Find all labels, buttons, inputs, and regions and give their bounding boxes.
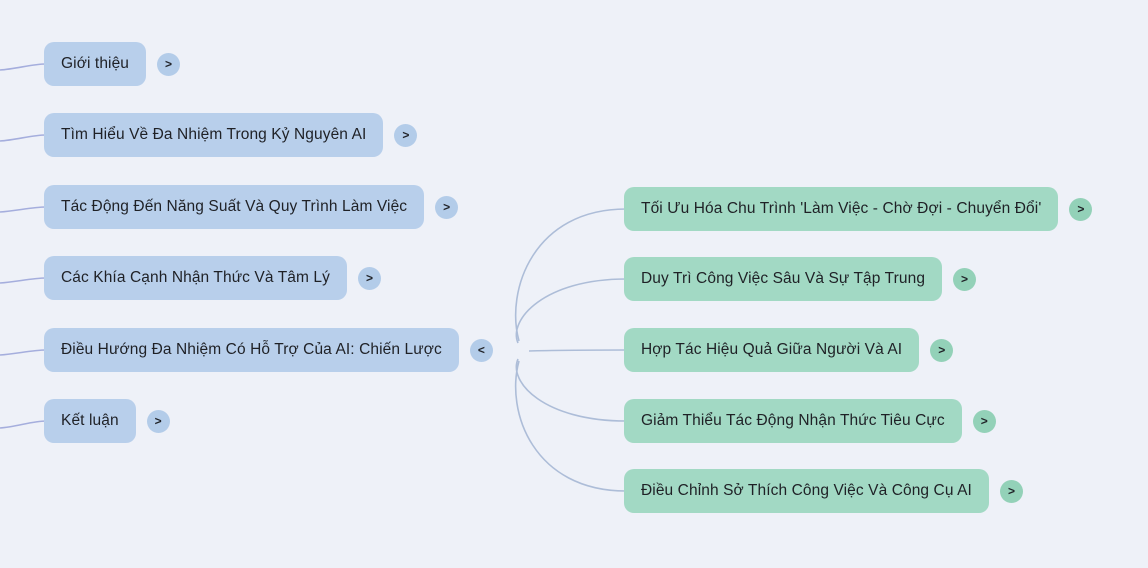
expand-toggle-button[interactable]: > (435, 195, 459, 219)
expand-toggle-button[interactable]: > (972, 409, 996, 433)
expand-toggle-button[interactable]: > (930, 338, 954, 362)
expand-toggle-button[interactable]: > (358, 266, 381, 290)
connector-line (0, 206, 47, 213)
connector-line (514, 360, 627, 492)
mindmap-node-duy-tri[interactable]: Duy Trì Công Việc Sâu Và Sự Tập Trung (624, 257, 943, 301)
expand-toggle-button[interactable]: > (999, 479, 1023, 503)
mindmap-node-toi-uu-hoa[interactable]: Tối Ưu Hóa Chu Trình 'Làm Việc - Chờ Đợi… (624, 187, 1059, 231)
connector-line (528, 349, 627, 352)
mindmap-node-dieu-chinh[interactable]: Điều Chỉnh Sở Thích Công Việc Và Công Cụ… (624, 469, 989, 513)
mindmap-node-gioi-thieu[interactable]: Giới thiệu (44, 42, 147, 86)
mindmap-row: Giảm Thiểu Tác Động Nhận Thức Tiêu Cực > (624, 399, 996, 443)
expand-toggle-button[interactable]: > (1069, 197, 1093, 221)
connector-line (0, 349, 47, 356)
mindmap-row: Tác Động Đến Năng Suất Và Quy Trình Làm … (44, 185, 459, 229)
mindmap-node-khia-canh[interactable]: Các Khía Cạnh Nhận Thức Và Tâm Lý (44, 256, 347, 300)
connector-line (515, 358, 627, 422)
mindmap-row: Tối Ưu Hóa Chu Trình 'Làm Việc - Chờ Đợi… (624, 187, 1093, 231)
expand-toggle-button[interactable]: > (146, 409, 170, 433)
connector-line (514, 208, 627, 342)
mindmap-node-hop-tac[interactable]: Hợp Tác Hiệu Quả Giữa Người Và AI (624, 328, 920, 372)
collapse-toggle-button[interactable]: < (469, 338, 493, 362)
mindmap-row: Giới thiệu > (44, 42, 181, 86)
mindmap-row: Tìm Hiểu Về Đa Nhiệm Trong Kỷ Nguyên AI … (44, 113, 418, 157)
expand-toggle-button[interactable]: > (394, 123, 418, 147)
connector-line (0, 420, 47, 429)
mindmap-node-tim-hieu[interactable]: Tìm Hiểu Về Đa Nhiệm Trong Kỷ Nguyên AI (44, 113, 384, 157)
connector-line (0, 277, 47, 284)
mindmap-node-dieu-huong[interactable]: Điều Hướng Đa Nhiệm Có Hỗ Trợ Của AI: Ch… (44, 328, 459, 372)
connector-line (0, 63, 47, 71)
connector-line (515, 278, 627, 344)
expand-toggle-button[interactable]: > (157, 52, 181, 76)
mindmap-row: Các Khía Cạnh Nhận Thức Và Tâm Lý > (44, 256, 381, 300)
mindmap-row: Duy Trì Công Việc Sâu Và Sự Tập Trung > (624, 257, 977, 301)
mindmap-row: Điều Hướng Đa Nhiệm Có Hỗ Trợ Của AI: Ch… (44, 328, 493, 372)
mindmap-node-ket-luan[interactable]: Kết luận (44, 399, 136, 443)
mindmap-row: Hợp Tác Hiệu Quả Giữa Người Và AI > (624, 328, 954, 372)
mindmap-row: Kết luận > (44, 399, 170, 443)
connector-line (0, 134, 47, 142)
mindmap-node-giam-thieu[interactable]: Giảm Thiểu Tác Động Nhận Thức Tiêu Cực (624, 399, 962, 443)
mindmap-node-tac-dong[interactable]: Tác Động Đến Năng Suất Và Quy Trình Làm … (44, 185, 425, 229)
mindmap-row: Điều Chỉnh Sở Thích Công Việc Và Công Cụ… (624, 469, 1023, 513)
expand-toggle-button[interactable]: > (953, 267, 977, 291)
